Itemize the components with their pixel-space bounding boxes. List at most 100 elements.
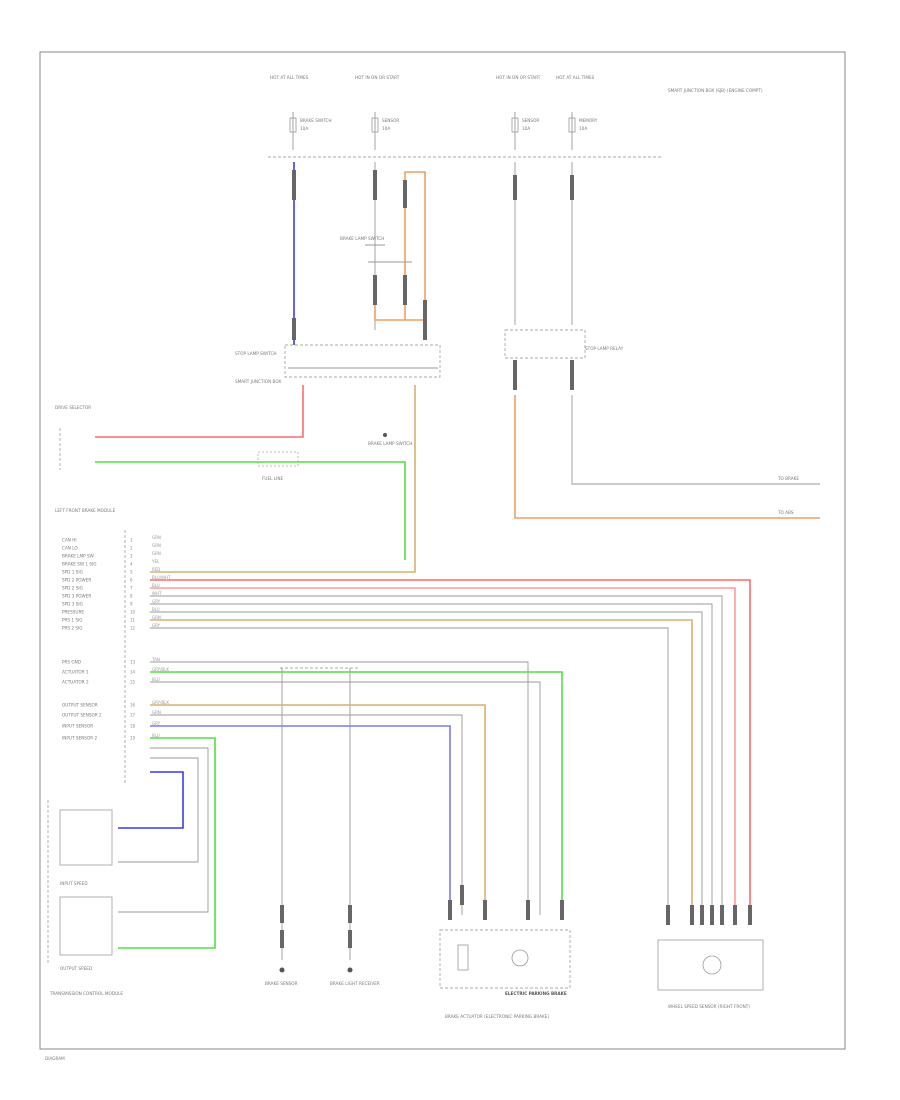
pin-number: 6 xyxy=(130,578,133,583)
wheel-speed-sensor: WHEEL SPEED SENSOR (RIGHT FRONT) xyxy=(657,905,764,1009)
pin-number: 15 xyxy=(130,680,136,685)
fuse-header-right: HOT AT ALL TIMES xyxy=(556,75,595,80)
pin-wire-code: BLU xyxy=(152,677,160,682)
input-sensor-label: INPUT SPEED xyxy=(60,881,88,886)
pin-name: ACTUATOR 1 xyxy=(62,670,89,675)
pin-name: SPD 2 POWER xyxy=(62,578,91,583)
pin-wire-code: GRN xyxy=(152,543,161,548)
pin-name: SPD 3 POWER xyxy=(62,594,91,599)
stop-lamp-relay: STOP LAMP RELAY xyxy=(504,329,624,390)
actuator-label: BRAKE ACTUATOR (ELECTRONIC PARKING BRAKE… xyxy=(445,1014,549,1019)
fuse-2-name: SENSOR xyxy=(382,118,399,123)
fuse-header-left: HOT AT ALL TIMES xyxy=(270,75,309,80)
fuse-2-rating: 10A xyxy=(382,126,390,131)
fuse-4-name: MEMORY xyxy=(579,118,598,123)
orange-wire-right xyxy=(514,395,820,519)
pin-name: PRS 2 SIG xyxy=(62,626,83,631)
brake-sensor-1-label: BRAKE SENSOR xyxy=(265,981,298,986)
orange-wire-loop xyxy=(404,171,426,321)
pin-number: 3 xyxy=(130,554,133,559)
pin-row: OUTPUT SENSOR 2 17 GRN xyxy=(62,710,161,718)
fuel-line-label: FUEL LINE xyxy=(262,476,283,481)
pin-row: INPUT SENSOR 2 19 BLU xyxy=(62,733,160,741)
pin-wire-code: BLU xyxy=(152,583,160,588)
pin-row: ACTUATOR 1 14 GRY/BLK xyxy=(62,667,169,675)
pin-number: 8 xyxy=(130,594,133,599)
pin-number: 19 xyxy=(130,736,136,741)
drive-connector: DRIVE SELECTOR FUEL LINE BRAKE LAMP SWIT… xyxy=(55,385,416,573)
pin-name: OUTPUT SENSOR 2 xyxy=(62,713,102,718)
fuse-3-name: SENSOR xyxy=(522,118,539,123)
pin-name: BRAKE SW 1 SIG xyxy=(62,562,96,567)
pin-wire-code: GRY xyxy=(152,721,161,726)
pin-number: 4 xyxy=(130,562,133,567)
pin-wire-code: GRY/BLK xyxy=(152,700,169,705)
red-wire-upper xyxy=(95,385,304,438)
smart-junction-lower-label: SMART JUNCTION BOX xyxy=(235,379,281,384)
pin-name: SPD 1 SIG xyxy=(62,570,83,575)
pin-wire-code: GRN xyxy=(152,535,161,540)
pin-name: BRAKE LMP SW xyxy=(62,554,94,559)
drive-connector-label: DRIVE SELECTOR xyxy=(55,405,91,410)
pin-wire-code: TAN xyxy=(151,657,160,662)
wheel-speed-label: WHEEL SPEED SENSOR (RIGHT FRONT) xyxy=(668,1004,750,1009)
pin-number: 16 xyxy=(130,703,136,708)
pin-row: OUTPUT SENSOR 16 GRY/BLK xyxy=(62,700,169,708)
pin-wire-code: BLU/WHT xyxy=(152,575,171,580)
pin-number: 2 xyxy=(130,546,133,551)
pin-row: BRAKE LMP SW 3 GRN xyxy=(62,551,161,559)
pin-wire-code: GRN xyxy=(152,615,161,620)
pin-number: 1 xyxy=(130,538,133,543)
brake-sensor-2-label: BRAKE LIGHT RECEIVER xyxy=(330,981,380,986)
pin-wire-code: GRN xyxy=(152,551,161,556)
pin-wire-code: GRY xyxy=(152,599,161,604)
actuator-sub-label: ELECTRIC PARKING BRAKE xyxy=(505,991,567,996)
fuse-1-name: BRAKE SWITCH xyxy=(300,118,332,123)
pin-row: PRS GND 13 TAN xyxy=(62,657,160,665)
right-tag-2: TO ABS xyxy=(777,510,794,515)
stop-lamp-switch: STOP LAMP SWITCH SMART JUNCTION BOX xyxy=(235,344,441,384)
pin-number: 11 xyxy=(130,618,136,623)
fuse-1-rating: 10A xyxy=(300,126,308,131)
stop-lamp-relay-label: STOP LAMP RELAY xyxy=(585,346,624,351)
pin-name: OUTPUT SENSOR xyxy=(62,703,98,708)
trans-module: INPUT SPEED OUTPUT SPEED TRANSMISSION CO… xyxy=(47,800,123,996)
pin-number: 14 xyxy=(130,670,136,675)
diagram-border xyxy=(39,51,846,1050)
fuse-header-mid-1: HOT IN ON OR START xyxy=(355,75,400,80)
pin-name: PRS GND xyxy=(62,660,81,665)
pin-wire-code: BLU xyxy=(152,733,160,738)
pin-number: 7 xyxy=(130,586,133,591)
gray-wire-right xyxy=(571,395,820,485)
green-wire-upper xyxy=(95,461,406,560)
pin-wire-code: GRY/BLK xyxy=(152,667,169,672)
pin-number: 17 xyxy=(130,713,136,718)
pin-number: 5 xyxy=(130,570,133,575)
pin-row: CAN LO 2 GRN xyxy=(62,543,161,551)
brake-lamp-switch-label: BRAKE LAMP SWITCH xyxy=(340,236,384,241)
pin-number: 18 xyxy=(130,724,136,729)
brake-sensors: BRAKE SENSOR BRAKE LIGHT RECEIVER xyxy=(265,905,380,986)
pin-name: INPUT SENSOR xyxy=(62,724,93,729)
bottom-ref: DIAGRAM xyxy=(45,1056,65,1061)
pin-number: 12 xyxy=(130,626,136,631)
pin-number: 10 xyxy=(130,610,136,615)
trans-module-label: TRANSMISSION CONTROL MODULE xyxy=(49,991,123,996)
pin-name: INPUT SENSOR 2 xyxy=(62,736,97,741)
pin-wire-code: YEL xyxy=(151,559,160,564)
pin-wire-code: GRN xyxy=(152,710,161,715)
pin-name: PRS 1 SIG xyxy=(62,618,83,623)
fuse-header-mid-2: HOT IN ON OR START xyxy=(496,75,541,80)
pin-number: 13 xyxy=(130,660,136,665)
lower-wiring xyxy=(118,579,751,960)
pin-name: CAN LO xyxy=(62,546,78,551)
pin-row: BRAKE SW 1 SIG 4 YEL xyxy=(62,559,160,567)
left-module-label: LEFT FRONT BRAKE MODULE xyxy=(55,508,116,513)
stop-lamp-switch-label: STOP LAMP SWITCH xyxy=(235,351,277,356)
output-sensor-label: OUTPUT SPEED xyxy=(60,966,92,971)
